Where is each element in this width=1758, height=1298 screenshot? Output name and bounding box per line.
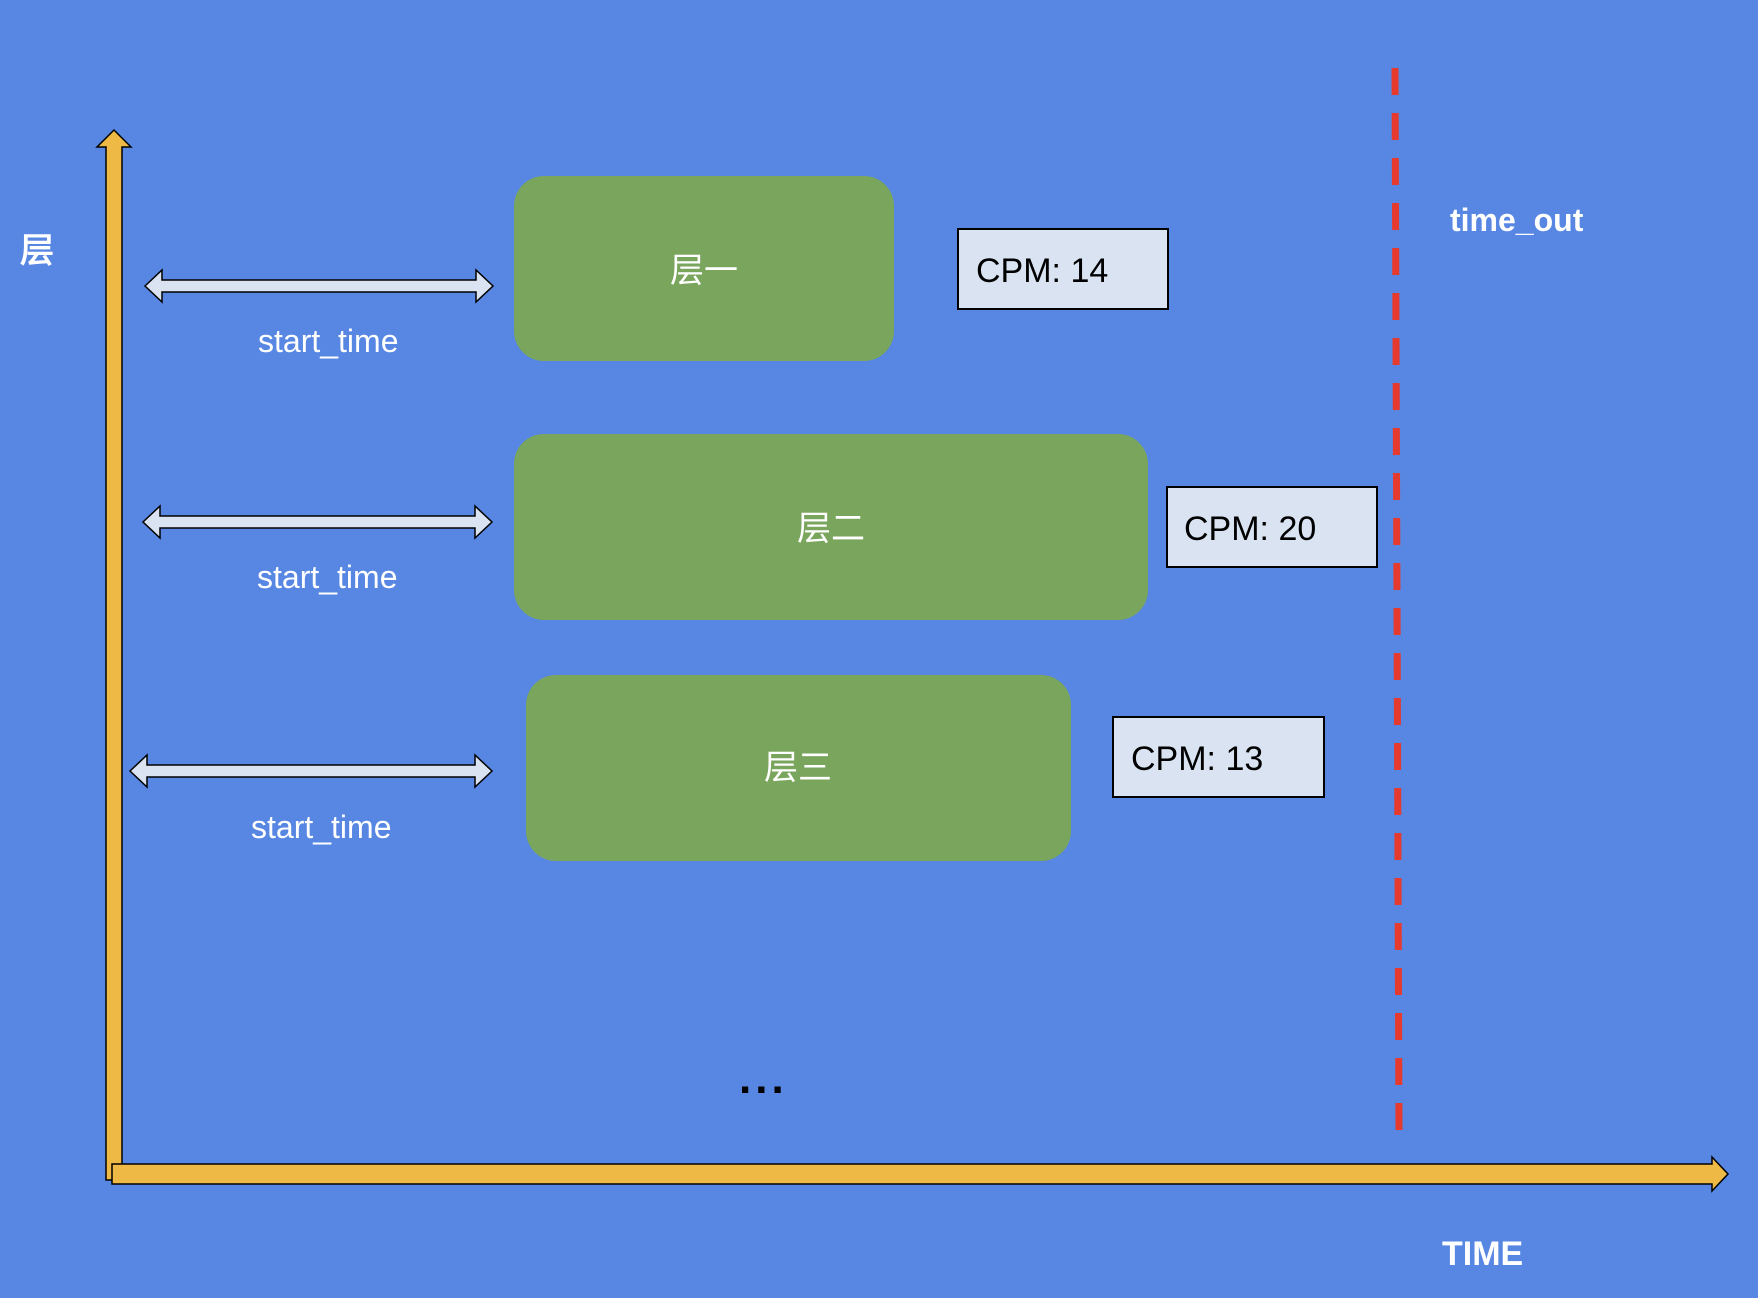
timeout-label: time_out — [1450, 202, 1584, 238]
start-time-label-1: start_time — [258, 323, 398, 359]
layer-box-1 — [514, 176, 894, 361]
cpm-label-1: CPM: 14 — [976, 252, 1108, 290]
cpm-box-1 — [957, 228, 1169, 310]
cpm-label-3: CPM: 13 — [1131, 740, 1263, 778]
cpm-box-2 — [1166, 486, 1378, 568]
x-axis-label: TIME — [1442, 1235, 1523, 1273]
x-axis-arrow — [111, 1155, 1730, 1193]
y-axis-label: 层 — [20, 231, 54, 271]
timeout-line — [1391, 67, 1403, 1136]
start-time-arrow-1 — [143, 268, 495, 304]
start-time-arrow-3 — [128, 753, 494, 789]
cpm-label-2: CPM: 20 — [1184, 510, 1316, 548]
layer-name-3: 层三 — [764, 748, 832, 788]
start-time-label-2: start_time — [257, 559, 397, 595]
layer-name-2: 层二 — [797, 509, 865, 549]
y-axis-arrow — [95, 128, 133, 1181]
start-time-label-3: start_time — [251, 809, 391, 845]
layer-name-1: 层一 — [670, 251, 738, 291]
cpm-box-3 — [1112, 716, 1325, 798]
start-time-arrow-2 — [141, 504, 494, 540]
layer-box-2 — [514, 434, 1148, 620]
ellipsis: ... — [739, 1054, 788, 1103]
layer-box-3 — [526, 675, 1071, 861]
